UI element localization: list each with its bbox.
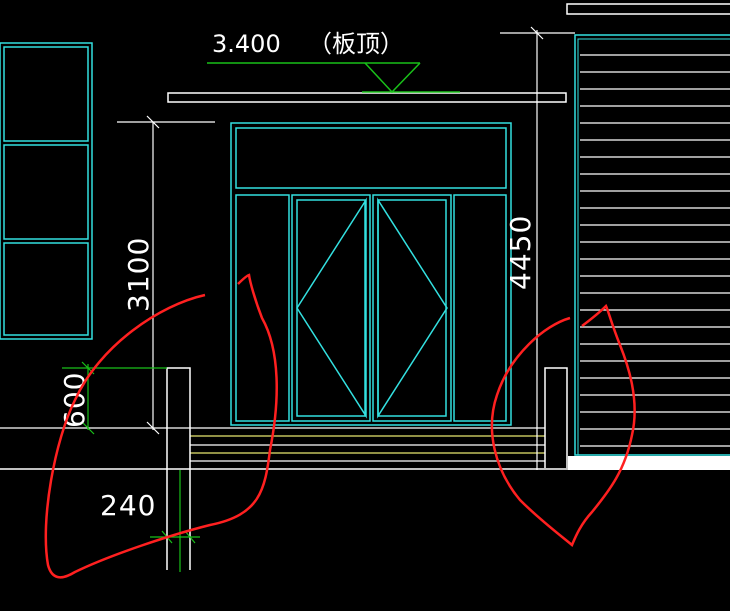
level-note: （板顶）: [308, 30, 404, 58]
dimension-door-height: 3100: [117, 115, 215, 435]
dimension-pillar-height: 600: [58, 361, 167, 435]
pillar-left: [166, 367, 191, 570]
door-side-panel-left: [235, 194, 290, 422]
canopy-slab: [167, 92, 567, 103]
markup-circle-right: [490, 303, 636, 548]
dimension-pillar-width: 240: [100, 470, 200, 572]
door-leaf-right: [372, 194, 452, 422]
dimension-4450-label: 4450: [504, 215, 537, 290]
door-leaf-left: [291, 194, 371, 422]
dimension-240-label: 240: [100, 489, 156, 522]
pillar-right: [544, 367, 568, 468]
door-side-panel-right: [453, 194, 507, 422]
level-value: 3.400: [212, 30, 281, 58]
entrance-door: [230, 122, 512, 426]
left-window: [0, 42, 93, 340]
level-marker: 3.400 （板顶）: [207, 30, 460, 94]
door-diamond-right: [377, 197, 448, 419]
markup-circle-left: [44, 273, 278, 579]
dimension-total-height: 4450: [500, 26, 575, 470]
door-diamond-left: [296, 197, 367, 419]
right-wall-panel: [566, 3, 730, 470]
dimension-3100-label: 3100: [122, 237, 155, 312]
